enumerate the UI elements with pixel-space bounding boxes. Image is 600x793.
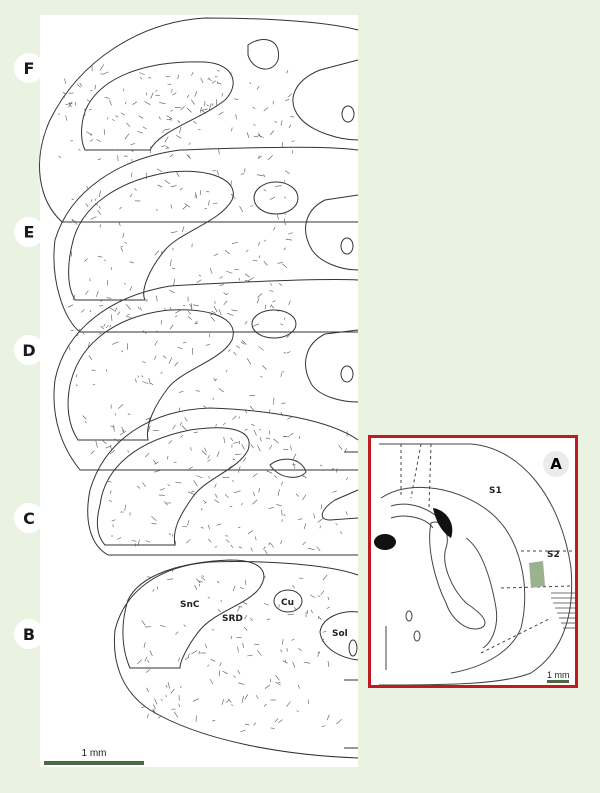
label-srd: SRD — [222, 614, 243, 624]
section-e — [53, 146, 359, 333]
s2-highlight-region — [529, 561, 545, 588]
edge-ticks — [344, 451, 358, 749]
panel-label-f: F — [14, 53, 44, 83]
dark-nucleus-mark — [374, 534, 396, 550]
panel-label-a: A — [543, 451, 569, 477]
scale-bar: 1 mm — [44, 748, 144, 765]
inset-brain-outline — [374, 443, 575, 685]
section-c — [87, 407, 359, 556]
ventricle-mark — [433, 508, 453, 538]
section-d — [53, 278, 359, 471]
label-sol: Sol — [332, 629, 348, 639]
section-b — [113, 559, 359, 759]
panel-label-c: C — [14, 503, 44, 533]
scale-bar-line — [44, 761, 144, 765]
label-s1: S1 — [489, 486, 502, 496]
panel-label-d: D — [14, 335, 44, 365]
label-snc: SnC — [180, 600, 200, 610]
panel-label-e: E — [14, 217, 44, 247]
inset-panel-a: A S1 S2 1 mm — [368, 435, 578, 688]
label-s2: S2 — [547, 550, 560, 560]
inset-scale-bar: 1 mm — [547, 670, 570, 683]
panel-label-b: B — [14, 619, 44, 649]
label-cu: Cu — [281, 598, 294, 608]
inset-scale-label: 1 mm — [547, 670, 570, 680]
scale-bar-label: 1 mm — [81, 748, 107, 759]
fiber-texture — [58, 64, 348, 733]
section-f — [39, 17, 359, 223]
inset-scale-line — [547, 680, 569, 683]
